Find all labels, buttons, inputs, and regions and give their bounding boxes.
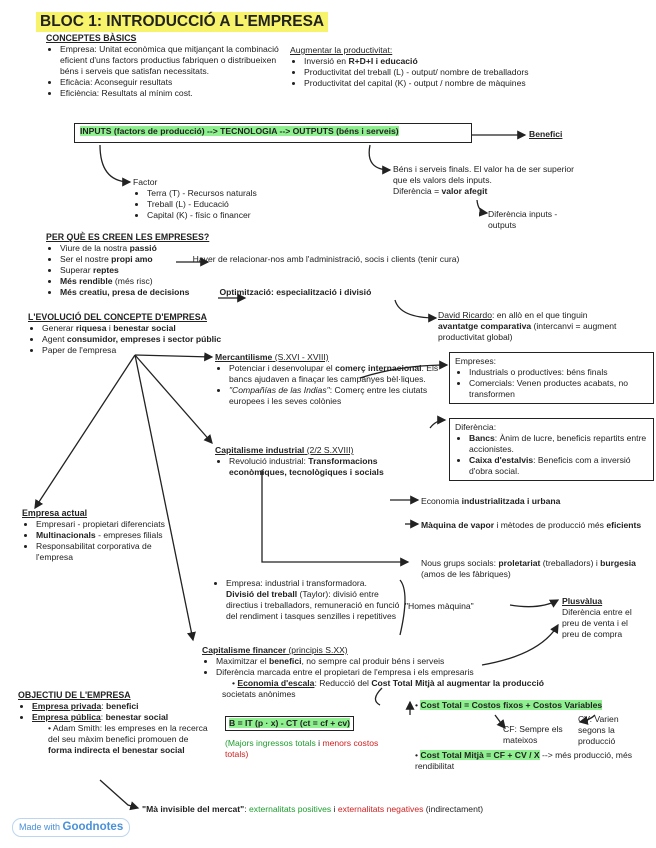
mercantilisme-item-2: "Compañías de las Indias": Comerç entre …	[229, 385, 440, 407]
productivitat-section: Augmentar la productivitat: Inversió en …	[290, 45, 590, 89]
goodnotes-badge: Made with Goodnotes	[12, 818, 131, 837]
productivitat-item-3: Productivitat del capital (K) - output /…	[304, 78, 590, 89]
productivitat-item-1: Inversió en R+D+I i educació	[304, 56, 590, 67]
eficacia-definition: Eficàcia: Aconseguir resultats	[60, 77, 286, 88]
evolucio-item-1: Generar riquesa i benestar social	[42, 323, 258, 334]
taylor-item-2: Divisió del treball (Taylor): divisió en…	[226, 589, 400, 621]
perque-item-1: Viure de la nostra passió	[60, 243, 606, 254]
capind-heading: Capitalisme industrial (2/2 S.XVIII)	[215, 445, 354, 455]
objectiu-heading: OBJECTIU DE L'EMPRESA	[18, 690, 131, 700]
capfin-heading: Capitalisme financer (principis S.XX)	[202, 645, 348, 655]
bens-section: Béns i serveis finals. El valor ha de se…	[393, 164, 578, 197]
empreses-box: Empreses: Industrials o productives: bén…	[449, 352, 654, 404]
productivitat-heading: Augmentar la productivitat:	[290, 45, 393, 55]
ricardo-note: David Ricardo: en allò en el que tinguin…	[438, 310, 617, 342]
capind-economia: Economia industrialitzada i urbana	[421, 496, 561, 506]
factor-section: Factor Terra (T) - Recursos naturals Tre…	[133, 177, 313, 221]
plusvalua-heading: Plusvàlua	[562, 596, 603, 606]
factor-item-terra: Terra (T) - Recursos naturals	[147, 188, 313, 199]
capind-maquina: Màquina de vapor i mètodes de producció …	[421, 520, 642, 530]
benefici-formula: B = IT (p · x) - CT (ct = cf + cv)	[229, 718, 351, 728]
inputs-flow-box: INPUTS (factors de producció) --> TECNOL…	[74, 123, 472, 143]
capfin-societats: societats anònimes	[222, 689, 296, 699]
actual-item-3: Responsabilitat corporativa de l'empresa	[36, 541, 172, 563]
empresa-definition: Empresa: Unitat econòmica que mitjançant…	[60, 44, 286, 77]
smith-text: • Adam Smith: les empreses en la recerca…	[48, 723, 208, 756]
plusvalua-text: Diferència entre el preu de venta i el p…	[562, 607, 632, 639]
diferencia-bancs: Bancs: Ànim de lucre, beneficis repartit…	[469, 433, 648, 455]
productivitat-item-2: Productivitat del treball (L) - output/ …	[304, 67, 590, 78]
plusvalua-section: Plusvàlua Diferència entre el preu de ve…	[562, 596, 642, 640]
capfin-item-1: Maximitzar el benefici, no sempre cal pr…	[216, 656, 622, 667]
evolucio-heading: L'EVOLUCIÓ DEL CONCEPTE D'EMPRESA	[28, 312, 208, 322]
capind-item-1: Revolució industrial: Transformacions ec…	[229, 456, 425, 478]
costs-section: • Cost Total = Costos fixos + Costos Var…	[415, 700, 645, 711]
empreses-item-1: Industrials o productives: béns finals	[469, 367, 648, 378]
actual-section: Empresa actual Empresari - propietari di…	[22, 508, 172, 563]
perque-item-5: Més creatiu, presa de decisionsOptimitza…	[60, 287, 606, 298]
bens-text: Béns i serveis finals. El valor ha de se…	[393, 164, 575, 185]
capfin-item-2: Diferència marcada entre el propietari d…	[216, 667, 622, 678]
ma-invisible: "Mà invisible del mercat": externalitats…	[142, 804, 484, 814]
cost-total-mitja: • Cost Total Mitjà = CF + CV / X --> més…	[415, 750, 633, 771]
cost-variable: CV: Varien segons la producció	[578, 714, 619, 746]
factor-item-treball: Treball (L) - Educació	[147, 199, 313, 210]
mercantilisme-item-1: Potenciar i desenvolupar el comerç inter…	[229, 363, 440, 385]
diferencia-box: Diferència: Bancs: Ànim de lucre, benefi…	[449, 418, 654, 481]
actual-heading: Empresa actual	[22, 508, 88, 518]
actual-item-1: Empresari - propietari diferenciats	[36, 519, 172, 530]
evolucio-item-2: Agent consumidor, empreses i sector públ…	[42, 334, 258, 345]
factor-item-capital: Capital (K) - físic o financer	[147, 210, 313, 221]
perque-heading: PER QUÈ ES CREEN LES EMPRESES?	[46, 232, 210, 242]
conceptes-section: CONCEPTES BÀSICS Empresa: Unitat econòmi…	[46, 33, 286, 99]
homes-maquina: "Homes màquina"	[405, 601, 474, 611]
conceptes-heading: CONCEPTES BÀSICS	[46, 33, 137, 43]
eficiencia-definition: Eficiència: Resultats al mínim cost.	[60, 88, 286, 99]
evolucio-section: L'EVOLUCIÓ DEL CONCEPTE D'EMPRESA Genera…	[28, 312, 258, 356]
formula-note: (Majors ingressos totals i menors costos…	[225, 738, 379, 759]
benefici-label: Benefici	[529, 129, 563, 139]
mercantilisme-section: Mercantilisme (S.XVI - XVIII) Potenciar …	[215, 352, 440, 407]
taylor-section: Empresa: industrial i transformadora. Di…	[212, 578, 402, 622]
capfin-item-3: • Economia d'escala: Reducció del Cost T…	[232, 678, 545, 688]
diferencia-inputs-outputs: Diferència inputs - outputs	[488, 209, 558, 230]
diferencia-heading: Diferència:	[455, 422, 497, 432]
valor-afegit: Diferència = valor afegit	[393, 186, 488, 196]
cost-total: • Cost Total = Costos fixos + Costos Var…	[415, 700, 603, 710]
empreses-item-2: Comercials: Venen productes acabats, no …	[469, 378, 648, 400]
capind-grups: Nous grups socials: proletariat (treball…	[421, 558, 636, 579]
capfin-section: Capitalisme financer (principis S.XX) Ma…	[202, 645, 622, 700]
perque-section: PER QUÈ ES CREEN LES EMPRESES? Viure de …	[46, 232, 606, 298]
inputs-flow-text: INPUTS (factors de producció) --> TECNOL…	[80, 126, 399, 136]
perque-item-3: Superar reptes	[60, 265, 606, 276]
objectiu-section: OBJECTIU DE L'EMPRESA Empresa privada: b…	[18, 690, 218, 756]
actual-item-2: Multinacionals - empreses filials	[36, 530, 172, 541]
empreses-heading: Empreses:	[455, 356, 497, 366]
objectiu-privada: Empresa privada: benefici	[32, 701, 218, 712]
mercantilisme-heading: Mercantilisme (S.XVI - XVIII)	[215, 352, 329, 362]
evolucio-item-3: Paper de l'empresa	[42, 345, 258, 356]
page-title: BLOC 1: INTRODUCCIÓ A L'EMPRESA	[36, 12, 329, 32]
objectiu-publica: Empresa pública: benestar social	[32, 712, 218, 723]
factor-label: Factor	[133, 177, 158, 187]
cost-fixed: CF: Sempre els mateixos	[503, 724, 563, 745]
taylor-item-1: Empresa: industrial i transformadora.	[226, 578, 402, 589]
perque-item-4: Més rendible (més risc)	[60, 276, 606, 287]
diferencia-caixa: Caixa d'estalvis: Beneficis com a invers…	[469, 455, 648, 477]
capind-section: Capitalisme industrial (2/2 S.XVIII) Rev…	[215, 445, 425, 478]
benefici-formula-box: B = IT (p · x) - CT (ct = cf + cv)	[225, 716, 355, 731]
